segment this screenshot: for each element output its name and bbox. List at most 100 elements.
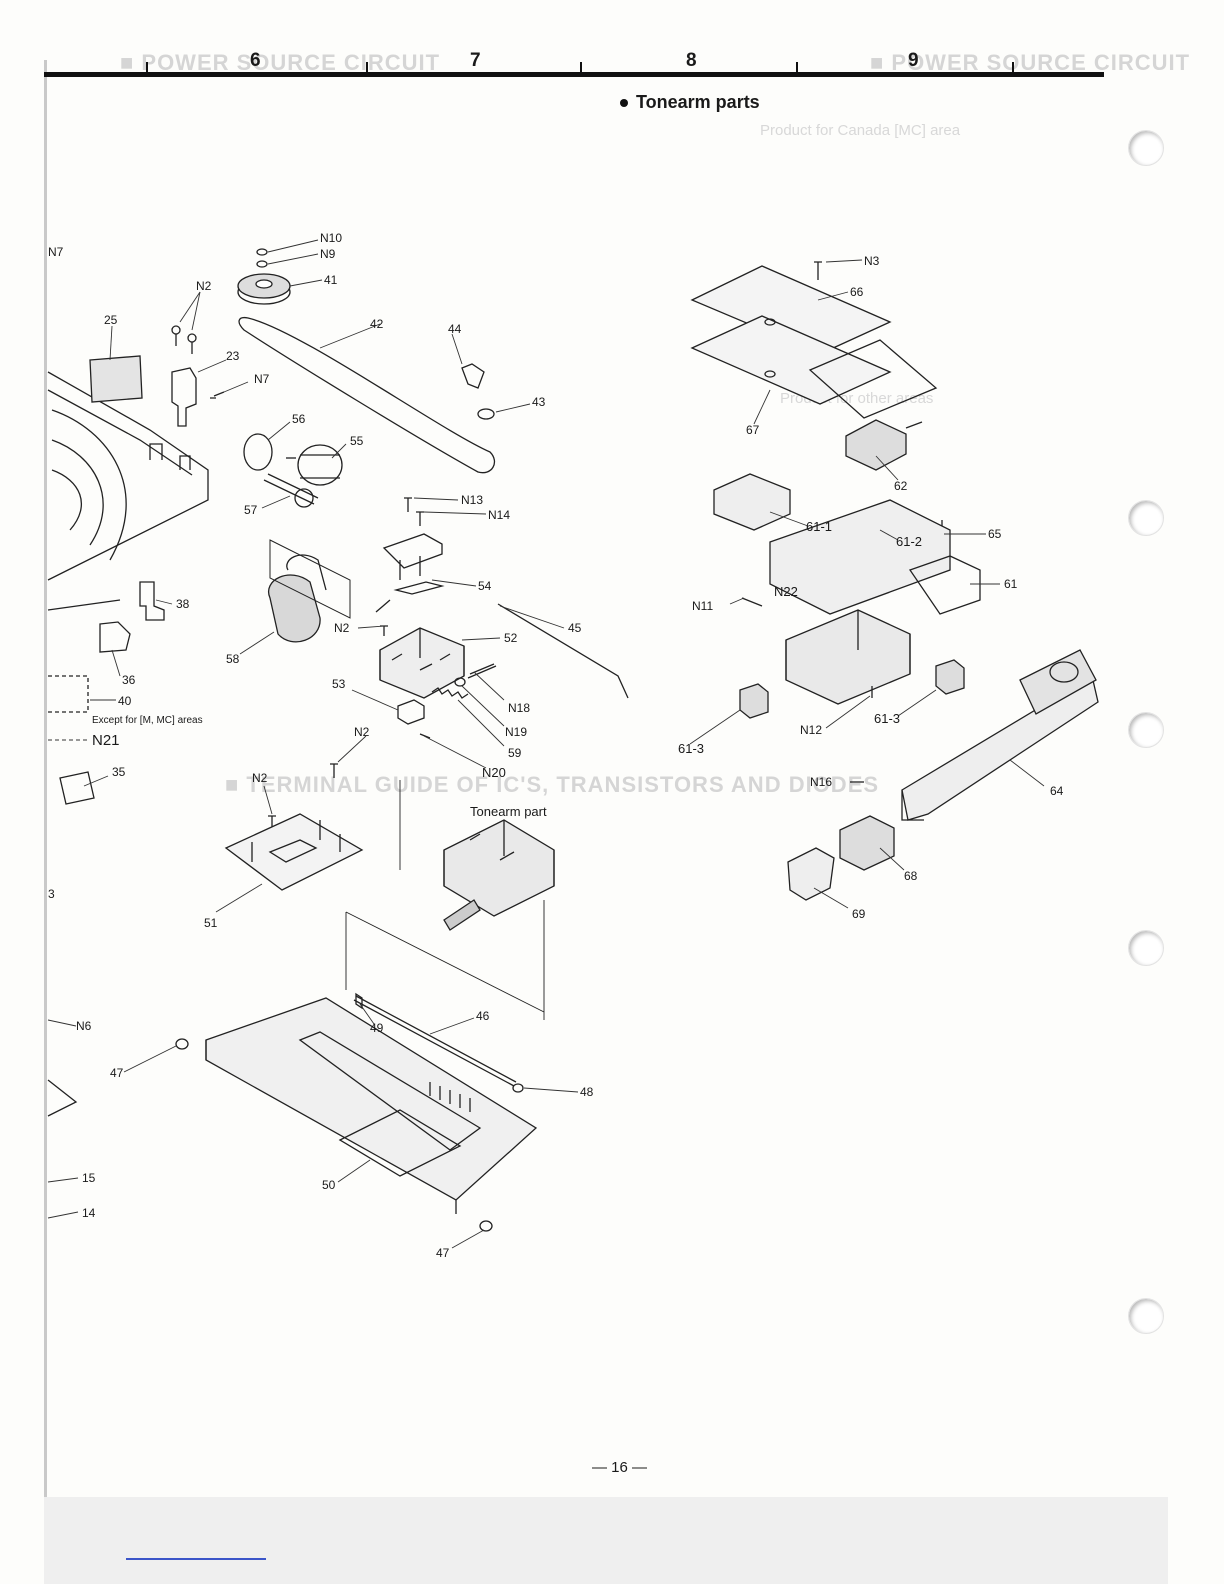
callout-43: 43 [532, 395, 546, 409]
callout-r-61-2: 61-2 [896, 534, 923, 549]
callout-47-bottom: 47 [436, 1246, 450, 1260]
column-number-8: 8 [686, 50, 697, 71]
section-title: Tonearm parts [620, 92, 760, 113]
part-59-spring [431, 687, 469, 699]
callout-r-n3: N3 [864, 254, 880, 268]
callout-46: 46 [476, 1009, 490, 1023]
binder-hole-icon [1128, 930, 1164, 966]
scan-bottom-band [44, 1497, 1168, 1584]
screws-n2-top [171, 325, 197, 354]
part-58 [267, 554, 327, 643]
callout-36: 36 [122, 673, 136, 687]
callout-48: 48 [580, 1085, 594, 1099]
washer-n19 [454, 677, 466, 687]
callout-r-61-1: 61-1 [806, 519, 833, 534]
callout-35: 35 [112, 765, 126, 779]
callout-44: 44 [448, 322, 462, 336]
part-50-chassis [205, 997, 538, 1214]
callout-54: 54 [478, 579, 492, 593]
callout-58: 58 [226, 652, 240, 666]
part-68 [839, 815, 895, 871]
column-number-6: 6 [250, 50, 261, 71]
callout-41: 41 [324, 273, 338, 287]
part-45 [497, 603, 629, 699]
callout-n7-left: N7 [48, 245, 64, 259]
callout-15: 15 [82, 1171, 96, 1185]
callout-38: 38 [176, 597, 190, 611]
part-41-pulley [237, 248, 291, 305]
callout-n2-mid: N2 [334, 621, 350, 635]
part-55-motor [286, 444, 343, 486]
callout-52: 52 [504, 631, 518, 645]
screw-n20 [419, 733, 431, 739]
part-25 [89, 355, 143, 403]
callout-n7: N7 [254, 372, 270, 386]
callout-r-69: 69 [852, 907, 866, 921]
column-number-9: 9 [908, 50, 919, 71]
callout-r-n12: N12 [800, 723, 823, 737]
callout-n9: N9 [320, 247, 336, 261]
part-38 [139, 581, 165, 621]
callout-r-61-3-left: 61-3 [678, 741, 705, 756]
callout-n2-bottom: N2 [252, 771, 268, 785]
part-35 [59, 771, 95, 805]
part-42-belt [238, 316, 495, 474]
column-number-7: 7 [470, 50, 481, 71]
part-44 [461, 363, 485, 389]
note-except-areas: Except for [M, MC] areas [92, 715, 203, 726]
page-number: — 16 — [592, 1459, 648, 1476]
header-rule [44, 72, 1104, 77]
part-66-67-covers [690, 261, 938, 419]
callout-n21: N21 [92, 732, 120, 749]
screw-n18 [467, 663, 497, 679]
part-62 [845, 419, 907, 471]
part-23 [171, 367, 197, 427]
screw-n11 [741, 597, 763, 607]
callout-56: 56 [292, 412, 306, 426]
callout-40: 40 [118, 694, 132, 708]
tonearm-part-assembly [443, 819, 555, 931]
part-64-tonearm [901, 649, 1099, 821]
callout-51: 51 [204, 916, 218, 930]
screw-n7 [210, 391, 225, 399]
callout-r-61-3-right: 61-3 [874, 711, 901, 726]
binder-hole-icon [1128, 1298, 1164, 1334]
part-47-bottom [479, 1220, 493, 1232]
part-left-panel [47, 1079, 78, 1117]
part-48 [512, 1083, 524, 1093]
column-tick [580, 62, 582, 74]
part-57 [263, 473, 319, 505]
callout-r-n22: N22 [774, 584, 798, 599]
part-61-frame [713, 473, 981, 705]
callout-r-n16: N16 [810, 775, 833, 789]
part-56 [243, 433, 273, 471]
callout-59: 59 [508, 746, 522, 760]
part-43 [477, 408, 495, 420]
callout-r-68: 68 [904, 869, 918, 883]
ghost-product-canada: Product for Canada [MC] area [760, 122, 961, 139]
binding-edge [44, 60, 47, 1500]
binder-hole-icon [1128, 130, 1164, 166]
part-54-plate [382, 533, 443, 580]
callout-n20: N20 [482, 765, 506, 780]
callout-57: 57 [244, 503, 258, 517]
part-54 [375, 581, 445, 613]
part-61-3-left [739, 683, 769, 719]
callout-r-65: 65 [988, 527, 1002, 541]
callout-49: 49 [370, 1021, 384, 1035]
part-61-3-right [935, 659, 965, 695]
column-tick [796, 62, 798, 74]
part-69 [787, 847, 835, 901]
callout-50: 50 [322, 1178, 336, 1192]
callout-25: 25 [104, 313, 118, 327]
callout-n2-lower: N2 [354, 725, 370, 739]
part-40-outline [48, 675, 89, 713]
callout-23: 23 [226, 349, 240, 363]
cabinet-fragment [47, 371, 209, 611]
callout-r-61: 61 [1004, 577, 1018, 591]
part-51-plate [224, 813, 364, 891]
caption-tonearm-part: Tonearm part [470, 804, 547, 819]
binder-hole-icon [1128, 712, 1164, 748]
